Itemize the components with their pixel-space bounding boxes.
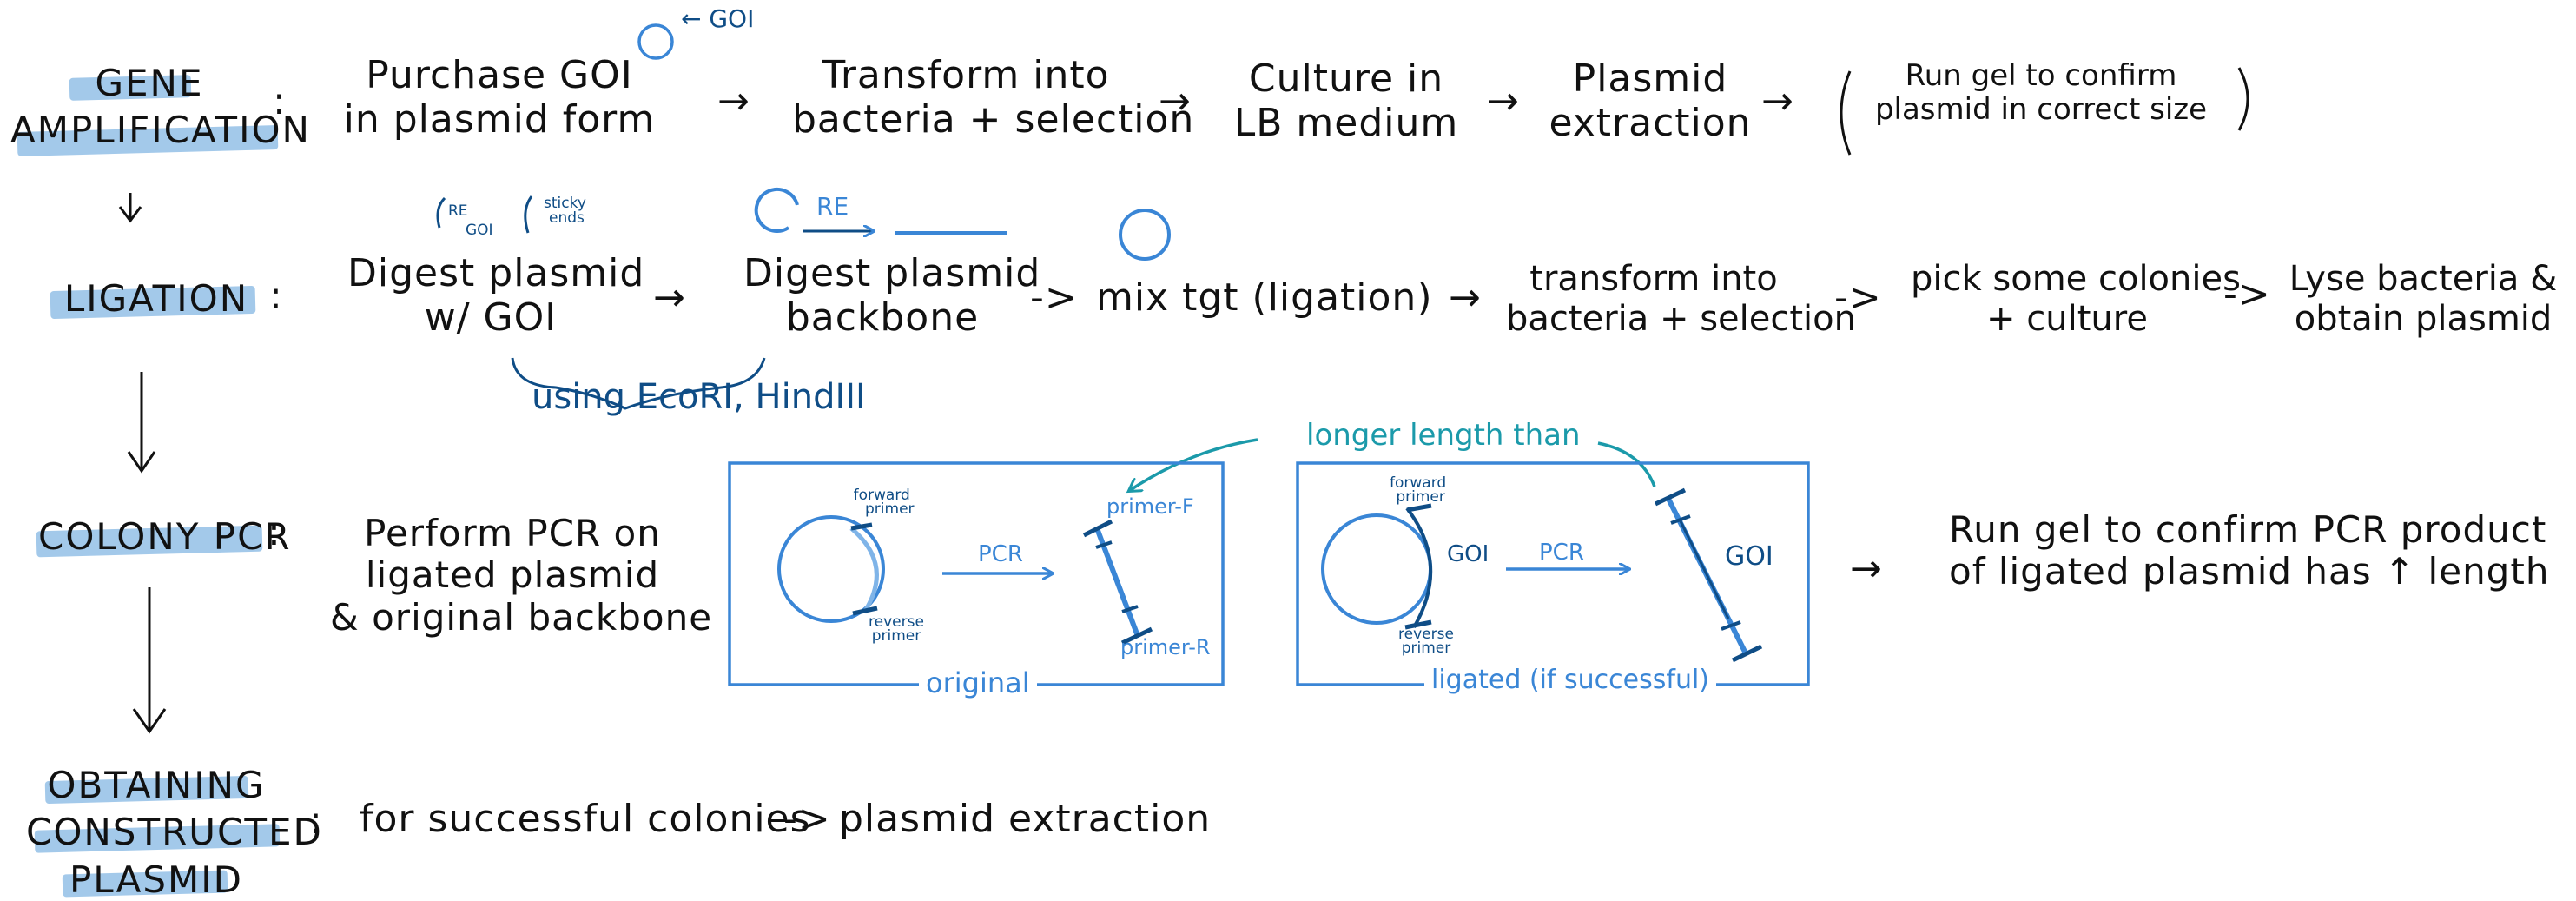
row3-step-run-gel: Run gel to confirm PCR product of ligate… bbox=[1949, 508, 2550, 593]
row3-step-run-gel-l2: of ligated plasmid has ↑ length bbox=[1949, 550, 2550, 593]
row2-step-transform: transform into bacteria + selection bbox=[1506, 259, 1856, 339]
longer-length-note: longer length than bbox=[1306, 418, 1581, 453]
sticky-ends-label: sticky ends bbox=[544, 196, 586, 226]
row1-step-culture-l2: LB medium bbox=[1233, 100, 1459, 145]
row3-step-run-gel-l1: Run gel to confirm PCR product bbox=[1949, 508, 2547, 551]
colon-1: : bbox=[273, 79, 287, 123]
row1-arrow-3: → bbox=[1487, 79, 1520, 123]
box2-reverse-l2: primer bbox=[1401, 639, 1451, 658]
row2-step-digest-backbone: Digest plasmid backbone bbox=[743, 251, 1041, 340]
row1-step-run-gel: Run gel to confirm plasmid in correct si… bbox=[1850, 58, 2232, 128]
box2-goi-label: GOI bbox=[1447, 541, 1489, 567]
colon-2: : bbox=[269, 274, 283, 318]
box2-forward-primer: forward primer bbox=[1390, 474, 1447, 507]
row2-step-digest-goi-l1: Digest plasmid bbox=[347, 251, 645, 295]
enzymes-label: using EcoRI, HindIII bbox=[532, 377, 866, 417]
box2-reverse-l1: reverse bbox=[1398, 626, 1454, 643]
box1-caption: original bbox=[919, 667, 1037, 699]
sticky-ends-l1: sticky bbox=[544, 195, 586, 212]
row2-arrow-4: -> bbox=[1834, 275, 1882, 320]
row2-step-lyse-l2: obtain plasmid bbox=[2294, 299, 2553, 339]
box1-reverse-primer: reverse primer bbox=[869, 613, 924, 646]
row2-arrow-5: -> bbox=[2223, 272, 2271, 316]
row2-step-digest-backbone-l2: backbone bbox=[785, 295, 980, 340]
box2-forward-l2: primer bbox=[1396, 488, 1445, 507]
row1-step-extraction: Plasmid extraction bbox=[1546, 56, 1754, 145]
stage-obtaining-line2: CONSTRUCTED bbox=[26, 811, 323, 854]
box1-forward-l2: primer bbox=[865, 500, 915, 519]
row1-step-transform-l2: bacteria + selection bbox=[792, 96, 1195, 142]
box1-primer-r: primer-R bbox=[1120, 635, 1211, 659]
goi-small-label: GOI bbox=[466, 222, 493, 239]
row1-step-purchase-l1: Purchase GOI bbox=[366, 53, 633, 97]
box2-caption: ligated (if successful) bbox=[1424, 665, 1716, 696]
sticky-ends-l2: ends bbox=[549, 209, 585, 227]
row3-step-perform-pcr-l3: & original backbone bbox=[330, 595, 713, 639]
row4-step-plasmid-extraction: plasmid extraction bbox=[839, 797, 1212, 841]
row2-arrow-1: → bbox=[653, 275, 686, 320]
re-label: RE bbox=[448, 202, 468, 220]
row2-step-lyse: Lyse bacteria & obtain plasmid bbox=[2284, 259, 2562, 339]
stage-down-arrows bbox=[118, 193, 167, 734]
row2-arrow-2: -> bbox=[1030, 275, 1078, 320]
row1-arrow-1: → bbox=[717, 79, 750, 123]
box2-forward-l1: forward bbox=[1390, 474, 1447, 492]
row2-step-mix: mix tgt (ligation) bbox=[1096, 275, 1433, 320]
box2-goi-product-label: GOI bbox=[1725, 541, 1773, 572]
row3-step-perform-pcr-l1: Perform PCR on bbox=[364, 512, 661, 554]
row2-arrow-3: → bbox=[1449, 275, 1482, 320]
row2-step-transform-l2: bacteria + selection bbox=[1506, 299, 1856, 339]
row2-step-digest-goi: Digest plasmid w/ GOI bbox=[347, 251, 645, 340]
row3-step-perform-pcr: Perform PCR on ligated plasmid & origina… bbox=[330, 512, 713, 639]
box2-reverse-primer: reverse primer bbox=[1398, 626, 1454, 658]
row2-step-pick-colonies-l2: + culture bbox=[1986, 299, 2148, 339]
box1-forward-l1: forward bbox=[853, 487, 910, 504]
row2-step-transform-l1: transform into bbox=[1529, 259, 1778, 299]
box2-pcr-label: PCR bbox=[1539, 540, 1584, 566]
backbone-circle bbox=[1119, 209, 1171, 261]
stage-ligation: LIGATION bbox=[63, 277, 249, 320]
row3-arrow: → bbox=[1850, 547, 1883, 591]
row1-step-transform-l1: Transform into bbox=[822, 53, 1110, 97]
row1-step-extraction-l2: extraction bbox=[1549, 100, 1752, 145]
box1-reverse-l1: reverse bbox=[869, 613, 924, 631]
row2-step-pick-colonies-l1: pick some colonies bbox=[1911, 259, 2241, 299]
row2-step-pick-colonies: pick some colonies + culture bbox=[1911, 259, 2241, 339]
goi-plasmid-circle bbox=[637, 23, 674, 60]
row1-step-run-gel-l2: plasmid in correct size bbox=[1874, 92, 2208, 128]
stage-obtaining-line3: PLASMID bbox=[69, 858, 244, 901]
row1-arrow-2: → bbox=[1159, 79, 1192, 123]
row2-step-digest-goi-l2: w/ GOI bbox=[424, 295, 558, 340]
stage-gene-amplification: GENE AMPLIFICATION bbox=[10, 62, 311, 152]
row2-step-lyse-l1: Lyse bacteria & bbox=[2289, 259, 2558, 299]
box1-pcr-label: PCR bbox=[978, 541, 1023, 567]
row1-step-purchase-l2: in plasmid form bbox=[343, 96, 656, 142]
row1-step-extraction-l1: Plasmid bbox=[1572, 56, 1728, 101]
row3-step-perform-pcr-l2: ligated plasmid bbox=[365, 553, 660, 597]
stage-obtaining-line1: OBTAINING bbox=[47, 764, 266, 806]
re2-label: RE bbox=[816, 192, 849, 221]
row2-step-digest-backbone-l1: Digest plasmid bbox=[743, 251, 1041, 295]
row1-step-culture-l1: Culture in bbox=[1248, 56, 1444, 101]
row4-arrow: -> bbox=[783, 797, 831, 841]
stage-gene-amplification-line2: AMPLIFICATION bbox=[10, 109, 311, 152]
row1-step-transform: Transform into bacteria + selection bbox=[792, 53, 1195, 142]
row1-step-culture: Culture in LB medium bbox=[1225, 56, 1468, 145]
stage-gene-amplification-line1: GENE bbox=[95, 62, 204, 104]
colon-3: : bbox=[268, 510, 281, 554]
box1-forward-primer: forward primer bbox=[849, 487, 915, 519]
goi-pointer-label: ← GOI bbox=[681, 4, 755, 33]
box1-primer-f: primer-F bbox=[1106, 494, 1194, 519]
row1-step-run-gel-l1: Run gel to confirm bbox=[1905, 58, 2177, 93]
row1-arrow-4: → bbox=[1761, 79, 1794, 123]
stage-colony-pcr: COLONY PCR bbox=[38, 515, 292, 558]
stage-obtaining-constructed-plasmid: OBTAINING CONSTRUCTED PLASMID bbox=[26, 764, 323, 901]
colon-4: : bbox=[309, 798, 323, 843]
pcr-box-ligated bbox=[1296, 461, 1810, 686]
box1-reverse-l2: primer bbox=[871, 627, 921, 646]
row1-step-purchase: Purchase GOI in plasmid form bbox=[334, 53, 664, 142]
row4-step-successful-colonies: for successful colonies bbox=[360, 797, 811, 841]
